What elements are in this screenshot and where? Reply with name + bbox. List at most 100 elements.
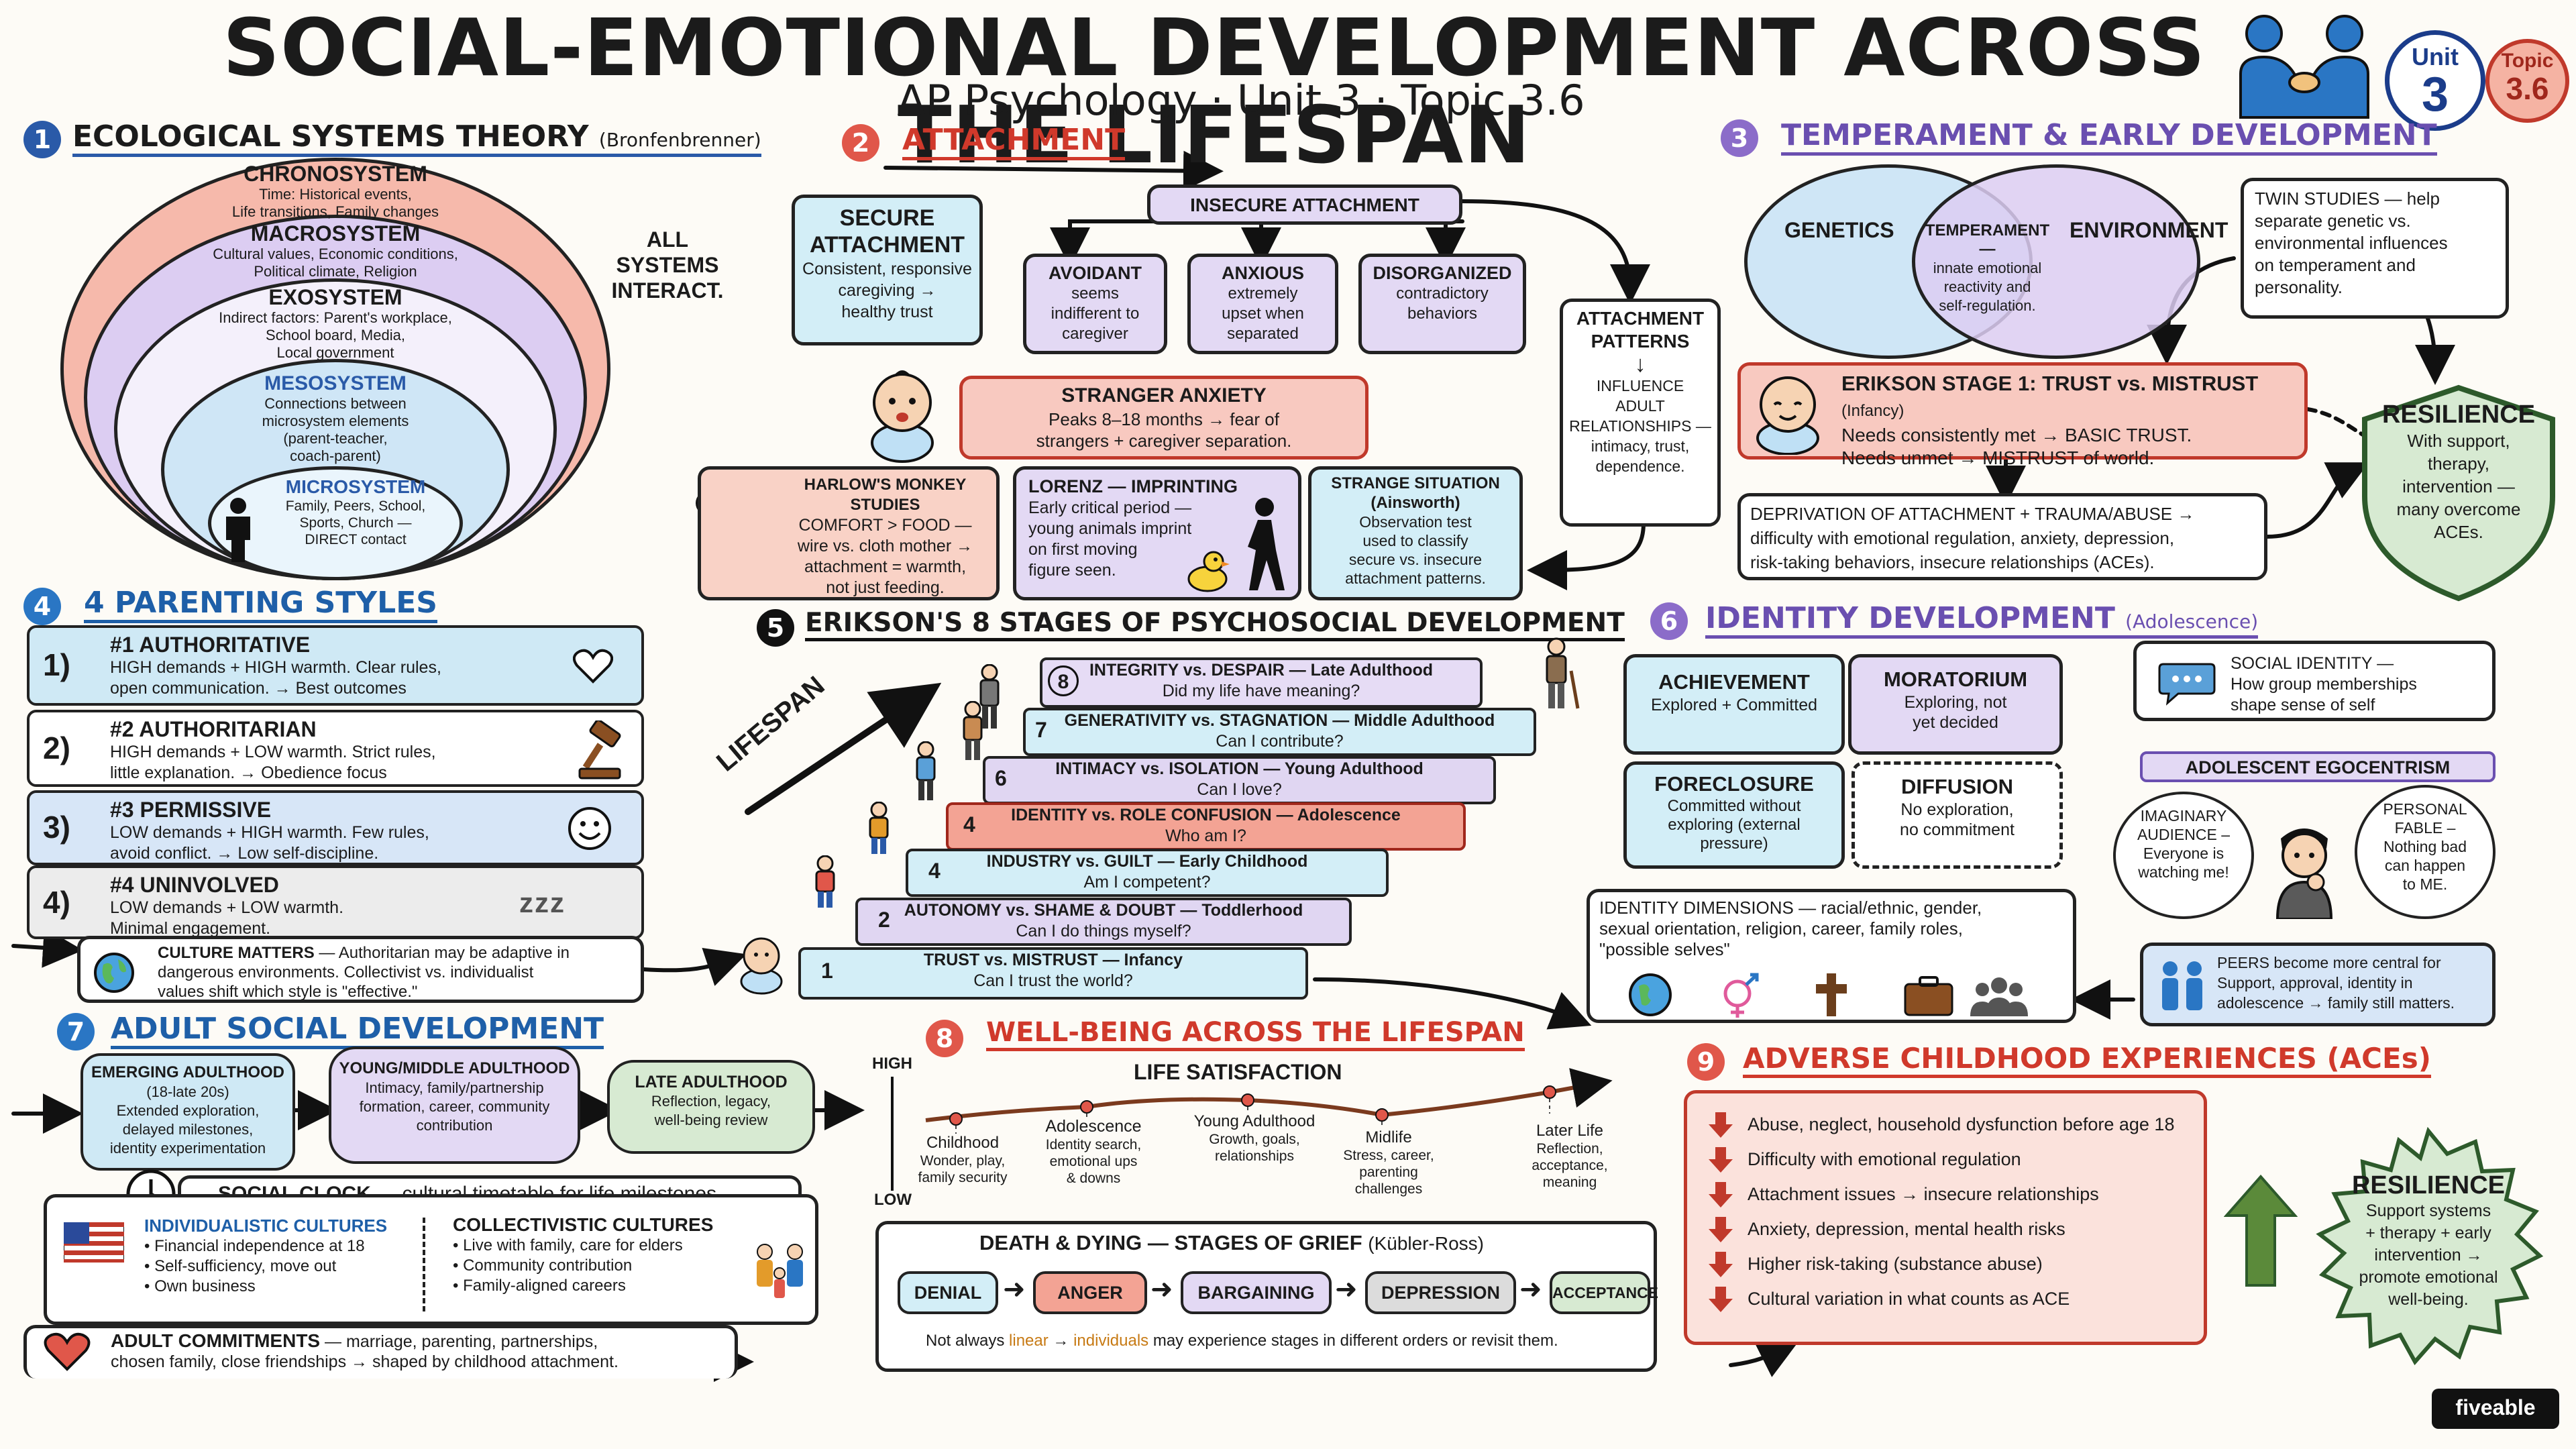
section-4-title: 4 PARENTING STYLES xyxy=(84,586,437,623)
baby-icon-erikson xyxy=(1748,368,1828,455)
mesosystem-label: MESOSYSTEM Connections between microsyst… xyxy=(262,372,409,464)
section-7-number: 7 xyxy=(57,1013,95,1051)
topic-label: Topic xyxy=(2501,50,2554,72)
personal-fable-bubble: PERSONAL FABLE – Nothing bad can happen … xyxy=(2355,785,2496,919)
unit-value: 3 xyxy=(2421,68,2449,121)
erikson-stage-7: 7 GENERATIVITY vs. STAGNATION — Middle A… xyxy=(1023,708,1536,756)
point-midlife xyxy=(1375,1108,1389,1122)
exosystem-label: EXOSYSTEM Indirect factors: Parent's wor… xyxy=(219,285,452,361)
elderly-figure-icon xyxy=(1536,637,1587,711)
handshake-icon xyxy=(2227,10,2381,121)
section-1-title: ECOLOGICAL SYSTEMS THEORY (Bronfenbrenne… xyxy=(72,119,761,157)
axis-high-label: HIGH xyxy=(872,1055,912,1073)
stage-young-adulthood: Young Adulthood Growth, goals, relations… xyxy=(1193,1112,1316,1164)
macrosystem-label: MACROSYSTEM Cultural values, Economic co… xyxy=(213,221,458,280)
section-6-title: IDENTITY DEVELOPMENT (Adolescence) xyxy=(1705,601,2259,639)
baby-icon xyxy=(862,362,943,463)
culture-matters-box: CULTURE MATTERS — Authoritarian may be a… xyxy=(77,936,644,1003)
erikson-stage-8: 8 INTEGRITY vs. DESPAIR — Late Adulthood… xyxy=(1040,657,1483,708)
grief-stage-denial: DENIAL xyxy=(898,1271,998,1314)
identity-moratorium-box: MORATORIUM Exploring, not yet decided xyxy=(1848,654,2063,755)
grief-stages-box: DEATH & DYING — STAGES OF GRIEF (Kübler-… xyxy=(875,1221,1658,1372)
smiley-icon xyxy=(566,805,613,852)
grief-title: DEATH & DYING — STAGES OF GRIEF (Kübler-… xyxy=(979,1231,1484,1254)
teen-figure-icon xyxy=(909,741,943,802)
child-figure-icon xyxy=(862,802,896,855)
section-1-number: 1 xyxy=(23,121,61,158)
point-childhood xyxy=(949,1112,963,1126)
parenting-style-authoritarian: 2) #2 AUTHORITARIAN HIGH demands + LOW w… xyxy=(27,710,644,787)
all-systems-note: ALL SYSTEMS INTERACT. xyxy=(611,227,724,303)
grief-arrow-2: ➜ xyxy=(1150,1275,1173,1304)
identity-achievement-box: ACHIEVEMENT Explored + Committed xyxy=(1623,654,1845,755)
stage-midlife: Midlife Stress, career, parenting challe… xyxy=(1343,1128,1434,1197)
lorenz-box: LORENZ — IMPRINTING Early critical perio… xyxy=(1013,466,1301,600)
identity-dimensions-box: IDENTITY DIMENSIONS — racial/ethnic, gen… xyxy=(1587,889,2076,1023)
ace-item-6: Cultural variation in what counts as ACE xyxy=(1748,1289,2070,1309)
stranger-anxiety-box: STRANGER ANXIETY Peaks 8–18 months → fea… xyxy=(959,376,1368,460)
speech-bubble-icon xyxy=(2157,659,2217,706)
adolescent-egocentrism-label: ADOLESCENT EGOCENTRISM xyxy=(2140,751,2496,782)
gavel-icon xyxy=(576,720,630,781)
anxious-box: ANXIOUS extremely upset when separated xyxy=(1187,254,1338,354)
section-9-number: 9 xyxy=(1687,1043,1725,1081)
section-3-number: 3 xyxy=(1721,119,1758,157)
aces-list-box: Abuse, neglect, household dysfunction be… xyxy=(1684,1090,2207,1345)
grief-stage-depression: DEPRESSION xyxy=(1365,1271,1516,1314)
insecure-attachment-box: INSECURE ATTACHMENT xyxy=(1147,184,1462,225)
grief-arrow-1: ➜ xyxy=(1003,1275,1026,1304)
grief-stage-anger: ANGER xyxy=(1033,1271,1147,1314)
grief-arrow-4: ➜ xyxy=(1519,1275,1542,1304)
thinking-teen-icon xyxy=(2267,818,2341,919)
down-arrow-icons xyxy=(1707,1110,1734,1324)
genetics-label: GENETICS xyxy=(1784,218,1894,242)
point-later-life xyxy=(1543,1085,1556,1099)
walking-person-icon xyxy=(1234,496,1291,594)
identity-foreclosure-box: FORECLOSURE Committed without exploring … xyxy=(1623,761,1845,869)
chronosystem-label: CHRONOSYSTEM Time: Historical events, Li… xyxy=(231,162,439,220)
unit-label: Unit xyxy=(2412,43,2459,70)
microsystem-label: MICROSYSTEM Family, Peers, School, Sport… xyxy=(285,476,426,547)
adult-figure-icon xyxy=(973,664,1006,731)
section-3-title: TEMPERAMENT & EARLY DEVELOPMENT xyxy=(1781,118,2437,156)
point-young-adulthood xyxy=(1241,1093,1254,1107)
point-adolescence xyxy=(1080,1100,1093,1114)
section-5-number: 5 xyxy=(757,609,794,647)
grief-arrow-3: ➜ xyxy=(1335,1275,1358,1304)
gender-symbol-icon xyxy=(1723,973,1759,1018)
parenting-style-permissive: 3) #3 PERMISSIVE LOW demands + HIGH warm… xyxy=(27,790,644,865)
young-adult-figure-icon xyxy=(956,701,989,761)
attachment-patterns-box: ATTACHMENT PATTERNS ↓ INFLUENCE ADULT RE… xyxy=(1560,299,1721,527)
environment-circle xyxy=(1912,164,2200,359)
parenting-style-authoritative: 1) #1 AUTHORITATIVE HIGH demands + HIGH … xyxy=(27,625,644,706)
family-icon xyxy=(751,1241,812,1301)
secure-attachment-box: SECURE ATTACHMENT Consistent, responsive… xyxy=(792,195,983,345)
person-icon xyxy=(218,496,258,564)
heart-icon-commitments xyxy=(44,1332,91,1372)
section-8-number: 8 xyxy=(926,1020,963,1057)
globe-icon xyxy=(93,951,136,994)
us-flag-icon xyxy=(64,1222,124,1263)
up-arrow-icon xyxy=(2224,1174,2298,1288)
zzz-icon: zzz xyxy=(519,887,566,918)
individualistic-cultures: INDIVIDUALISTIC CULTURES • Financial ind… xyxy=(144,1216,388,1295)
briefcase-icon xyxy=(1904,976,1953,1016)
young-middle-adulthood-box: YOUNG/MIDDLE ADULTHOOD Intimacy, family/… xyxy=(329,1046,580,1164)
toddler-figure-icon xyxy=(808,855,842,909)
collectivistic-cultures: COLLECTIVISTIC CULTURES • Live with fami… xyxy=(453,1214,714,1295)
stage-adolescence: Adolescence Identity search, emotional u… xyxy=(1045,1117,1142,1186)
twin-studies-box: TWIN STUDIES — help separate genetic vs.… xyxy=(2241,178,2509,319)
page-title: SOCIAL-EMOTIONAL DEVELOPMENT ACROSS THE … xyxy=(222,1,2206,181)
fiveable-logo[interactable]: fiveable xyxy=(2432,1389,2559,1429)
section-5-title: ERIKSON'S 8 STAGES OF PSYCHOSOCIAL DEVEL… xyxy=(805,608,1625,641)
grief-stage-acceptance: ACCEPTANCE xyxy=(1550,1271,1658,1314)
peers-box: PEERS become more central for Support, a… xyxy=(2140,943,2496,1026)
down-arrow-icon: ↓ xyxy=(1634,352,1646,377)
grief-note: Not always linear → individuals may expe… xyxy=(926,1332,1558,1350)
erikson-stage-2: 2 AUTONOMY vs. SHAME & DOUBT — Toddlerho… xyxy=(855,898,1352,946)
section-6-number: 6 xyxy=(1650,602,1688,640)
avoidant-box: AVOIDANT seems indifferent to caregiver xyxy=(1023,254,1167,354)
cross-icon xyxy=(1816,973,1847,1016)
